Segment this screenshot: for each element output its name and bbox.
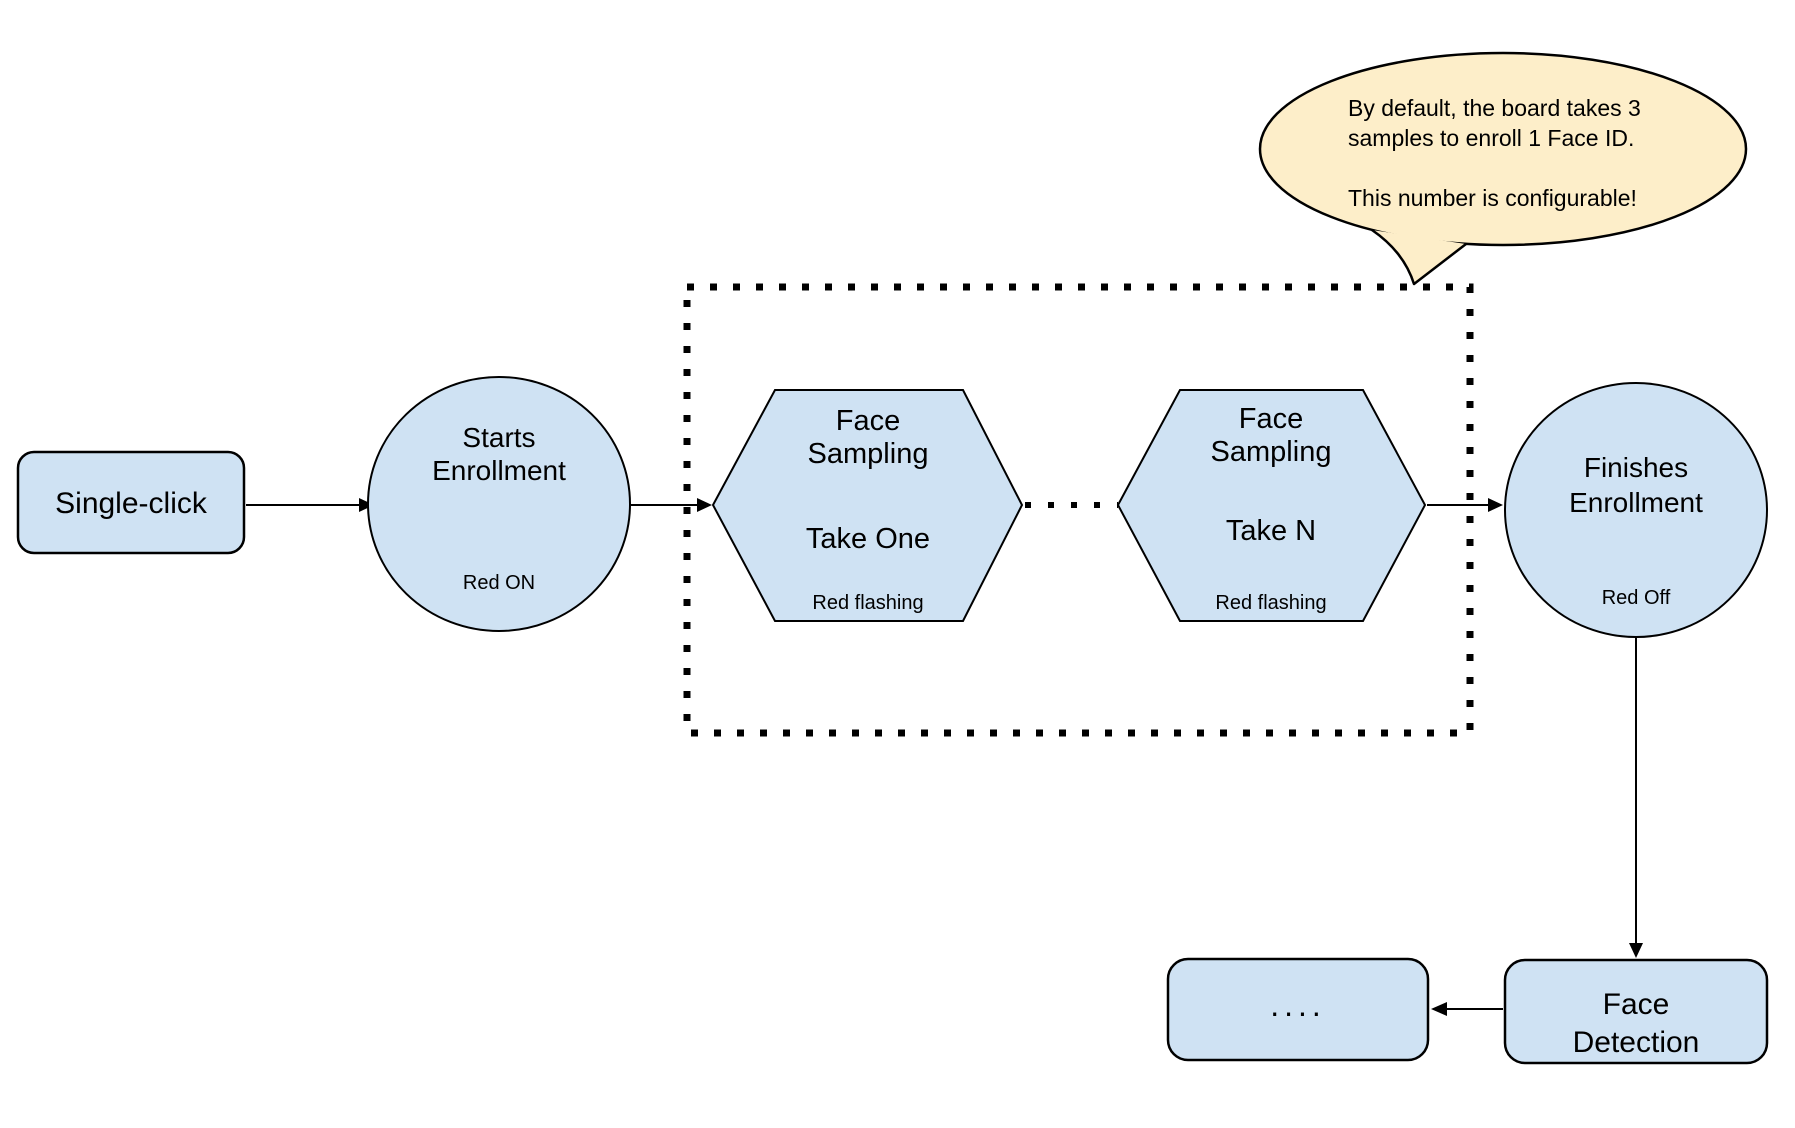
face-sampling-n-line1: Face [1239,403,1303,435]
face-sampling-one-line1: Face [836,405,900,437]
callout-tail-fill [1372,230,1466,284]
finishes-enrollment-line1: Finishes [1584,452,1688,483]
edge-finishes-to-detection [1629,637,1643,958]
callout-ellipse [1258,51,1748,247]
node-starts-enrollment: Starts Enrollment Red ON [367,376,631,632]
node-face-sampling-take-one: Face Sampling Take One Red flashing [711,389,1024,622]
callout-line2: samples to enroll 1 Face ID. [1348,125,1634,151]
sampling-group-dotted-box [683,283,1474,737]
finishes-enrollment-status: Red Off [1602,587,1671,609]
face-detection-line2: Detection [1573,1026,1700,1059]
continuation-shape [1166,957,1430,1062]
edge-sampling-n-to-finishes [1427,498,1503,512]
face-sampling-n-line2: Sampling [1211,436,1332,468]
face-sampling-n-take: Take N [1226,515,1316,547]
starts-enrollment-status: Red ON [463,572,535,594]
face-sampling-n-shape [1116,389,1427,622]
face-detection-line1: Face [1603,988,1670,1021]
starts-enrollment-line2: Enrollment [432,455,566,486]
callout-line3: This number is configurable! [1348,185,1637,211]
edge-singleclick-to-starts [246,498,374,512]
arrowhead [697,498,712,512]
starts-enrollment-line1: Starts [462,422,535,453]
node-finishes-enrollment: Finishes Enrollment Red Off [1504,382,1768,638]
arrowhead [359,498,374,512]
edge-starts-to-sampling-one [631,498,712,512]
face-sampling-one-take: Take One [806,523,930,555]
arrowhead [1488,498,1503,512]
callout-tail-outline [1371,228,1467,286]
starts-enrollment-shape [367,376,631,632]
single-click-label: Single-click [55,487,208,520]
node-continuation: .... [1166,957,1430,1062]
face-sampling-one-line2: Sampling [808,438,929,470]
face-sampling-one-status: Red flashing [812,592,923,614]
arrowhead [1629,943,1643,958]
node-face-sampling-take-n: Face Sampling Take N Red flashing [1116,389,1427,622]
node-single-click: Single-click [16,450,246,555]
callout-bubble: By default, the board takes 3 samples to… [1258,51,1748,286]
finishes-enrollment-line2: Enrollment [1569,487,1703,518]
single-click-shape [16,450,246,555]
face-detection-shape [1503,958,1769,1065]
edge-detection-to-continuation [1431,1002,1503,1016]
node-face-detection: Face Detection [1503,958,1769,1065]
face-sampling-one-shape [711,389,1024,622]
continuation-label: .... [1270,987,1326,1023]
face-sampling-n-status: Red flashing [1215,592,1326,614]
arrowhead [1431,1002,1447,1016]
callout-line1: By default, the board takes 3 [1348,95,1641,121]
